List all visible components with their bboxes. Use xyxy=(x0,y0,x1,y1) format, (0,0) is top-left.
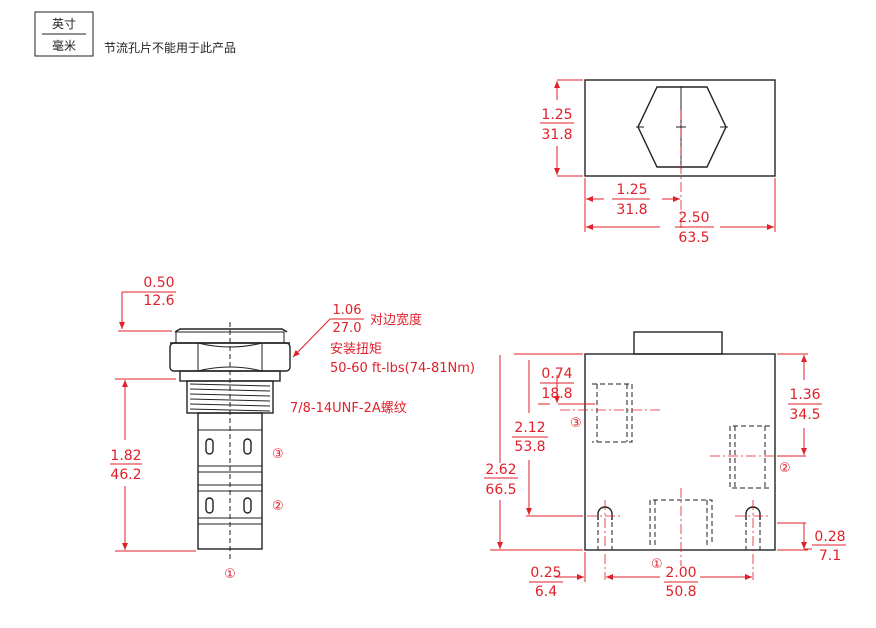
body-left-mm: 6.4 xyxy=(535,584,557,600)
cart-hex-in: 1.06 xyxy=(333,303,362,318)
body-height-mm: 66.5 xyxy=(485,482,516,498)
cart-port-3: ③ xyxy=(272,447,284,462)
body-port-2: ② xyxy=(779,461,791,476)
cart-port-1: ① xyxy=(224,567,236,582)
body-port-3: ③ xyxy=(570,416,582,431)
cart-torque-value: 50-60 ft-lbs(74-81Nm) xyxy=(330,361,475,376)
body-port-1: ① xyxy=(651,557,663,572)
top-height-in: 1.25 xyxy=(541,107,572,123)
cart-torque-label: 安装扭矩 xyxy=(330,342,382,357)
cart-hex-mm: 27.0 xyxy=(333,321,362,336)
cart-length-mm: 46.2 xyxy=(110,467,141,483)
cart-top-mm: 12.6 xyxy=(143,293,174,309)
body-span-mm: 50.8 xyxy=(665,584,696,600)
unit-inch-label: 英寸 xyxy=(52,17,76,31)
cart-length-in: 1.82 xyxy=(110,448,141,464)
body-cav-in: 2.12 xyxy=(514,420,545,436)
top-width-mm: 63.5 xyxy=(678,230,709,246)
body-hole-in: 0.28 xyxy=(814,529,845,545)
top-height-mm: 31.8 xyxy=(541,127,572,143)
cart-port-2: ② xyxy=(272,499,284,514)
body-p2-mm: 34.5 xyxy=(789,407,820,423)
body-cav-mm: 53.8 xyxy=(514,439,545,455)
body-left-in: 0.25 xyxy=(530,565,561,581)
unit-mm-label: 毫米 xyxy=(52,38,76,53)
body-span-in: 2.00 xyxy=(665,565,696,581)
manifold-view: ③ ② ① 0.74 18.8 2.12 53.8 2.62 66.5 1.36… xyxy=(484,331,846,600)
cart-top-in: 0.50 xyxy=(143,275,174,291)
unit-legend: 英寸 毫米 xyxy=(34,11,94,57)
cartridge-view: ③ ② ① 0.50 12.6 1.06 27.0 对边宽度 安装扭矩 50-6… xyxy=(110,275,475,582)
body-p2-in: 1.36 xyxy=(789,387,820,403)
body-height-in: 2.62 xyxy=(485,462,516,478)
body-hole-mm: 7.1 xyxy=(819,548,841,564)
top-offset-in: 1.25 xyxy=(616,182,647,198)
body-p3-in: 0.74 xyxy=(541,366,572,382)
top-offset-mm: 31.8 xyxy=(616,202,647,218)
top-width-in: 2.50 xyxy=(678,210,709,226)
cart-thread: 7/8-14UNF-2A螺纹 xyxy=(290,401,407,416)
cart-hex-label: 对边宽度 xyxy=(370,312,422,328)
orifice-note: 节流孔片不能用于此产品 xyxy=(104,41,236,55)
body-p3-mm: 18.8 xyxy=(541,386,572,402)
top-view: 1.25 31.8 1.25 31.8 2.50 63.5 xyxy=(540,79,776,246)
